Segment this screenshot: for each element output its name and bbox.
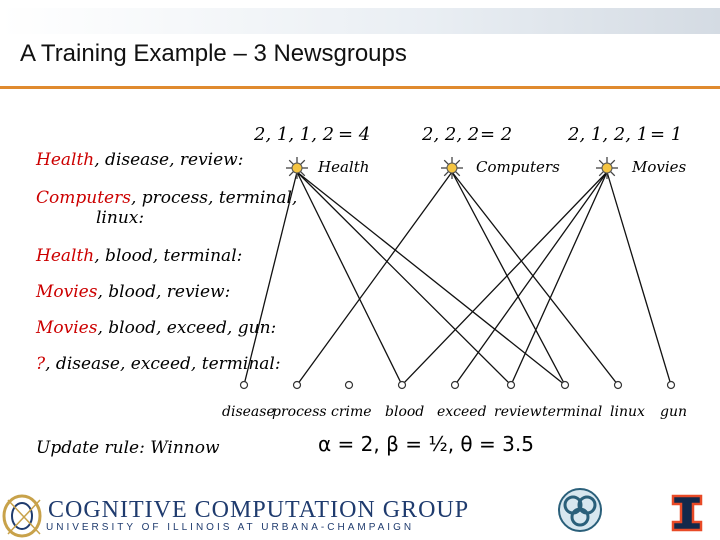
network-edge bbox=[451, 171, 619, 386]
input-node-review bbox=[506, 380, 516, 390]
example-label: Health bbox=[36, 150, 95, 170]
example-4: Movies, blood, review: bbox=[36, 282, 230, 302]
input-node-linux bbox=[613, 380, 623, 390]
example-features: , blood, exceed, gun: bbox=[97, 318, 277, 338]
logo-title: COGNITIVE COMPUTATION GROUP bbox=[48, 497, 470, 523]
network-edge bbox=[296, 171, 512, 386]
input-node-gun bbox=[666, 380, 676, 390]
example-features: , blood, terminal: bbox=[94, 246, 243, 266]
class-node-health-icon bbox=[286, 157, 308, 179]
node-weights-computers: 2, 2, 2 bbox=[422, 124, 480, 145]
example-2: Computers, process, terminal, bbox=[36, 188, 297, 208]
title-divider bbox=[0, 86, 720, 89]
example-2-continuation: linux: bbox=[96, 208, 145, 228]
node-weights-health: 2, 1, 1, 2 bbox=[254, 124, 335, 145]
node-weights-movies: 2, 1, 2, 1 bbox=[568, 124, 649, 145]
network-edge bbox=[296, 171, 403, 386]
network-edge bbox=[296, 171, 453, 386]
example-1: Health, disease, review: bbox=[36, 150, 243, 170]
example-features: , disease, review: bbox=[94, 150, 244, 170]
node-name-movies: Movies bbox=[632, 158, 687, 176]
node-sum-movies: = 1 bbox=[650, 124, 683, 145]
example-label: Movies bbox=[36, 282, 98, 302]
example-label: Health bbox=[36, 246, 95, 266]
feature-label-terminal: terminal bbox=[542, 404, 603, 420]
example-label: Computers bbox=[36, 188, 131, 208]
network-edge bbox=[454, 171, 608, 386]
node-sum-health: = 4 bbox=[338, 124, 371, 145]
example-features: , blood, review: bbox=[97, 282, 231, 302]
feature-label-crime: crime bbox=[331, 404, 372, 420]
node-name-computers: Computers bbox=[476, 158, 560, 176]
example-3: Health, blood, terminal: bbox=[36, 246, 242, 266]
class-node-movies-icon bbox=[596, 157, 618, 179]
input-node-blood bbox=[397, 380, 407, 390]
input-node-crime bbox=[344, 380, 354, 390]
network-edge bbox=[510, 171, 608, 386]
example-features: , disease, exceed, terminal: bbox=[45, 354, 281, 374]
network-edge bbox=[451, 171, 566, 386]
feature-label-disease: disease bbox=[222, 404, 275, 420]
example-5: Movies, blood, exceed, gun: bbox=[36, 318, 276, 338]
input-node-process bbox=[292, 380, 302, 390]
feature-label-process: process bbox=[272, 404, 327, 420]
feature-label-review: review bbox=[494, 404, 542, 420]
input-node-disease bbox=[239, 380, 249, 390]
node-sum-computers: = 2 bbox=[480, 124, 513, 145]
network-edge bbox=[296, 171, 566, 386]
update-rule: Update rule: Winnow bbox=[36, 438, 220, 458]
example-6: ?, disease, exceed, terminal: bbox=[36, 354, 281, 374]
example-label: ? bbox=[36, 354, 46, 374]
feature-label-linux: linux bbox=[610, 404, 645, 420]
winnow-parameters: α = 2, β = ½, θ = 3.5 bbox=[318, 432, 534, 456]
knot-seal-icon bbox=[558, 488, 602, 532]
feature-label-blood: blood bbox=[385, 404, 425, 420]
example-label: Movies bbox=[36, 318, 98, 338]
node-name-health: Health bbox=[318, 158, 370, 176]
network-edge bbox=[606, 171, 672, 386]
class-node-computers-icon bbox=[441, 157, 463, 179]
illinois-block-i-icon bbox=[667, 492, 707, 534]
network-edge bbox=[401, 171, 608, 386]
input-node-exceed bbox=[450, 380, 460, 390]
example-features: , process, terminal, bbox=[130, 188, 298, 208]
cognitive-computation-group-logo-icon bbox=[2, 494, 42, 538]
input-node-terminal bbox=[560, 380, 570, 390]
feature-label-exceed: exceed bbox=[437, 404, 487, 420]
page-title: A Training Example – 3 Newsgroups bbox=[20, 40, 407, 67]
title-bar bbox=[0, 8, 720, 34]
logo-subtitle: UNIVERSITY OF ILLINOIS AT URBANA-CHAMPAI… bbox=[46, 522, 415, 533]
feature-label-gun: gun bbox=[660, 404, 687, 420]
network-edge bbox=[243, 171, 298, 386]
